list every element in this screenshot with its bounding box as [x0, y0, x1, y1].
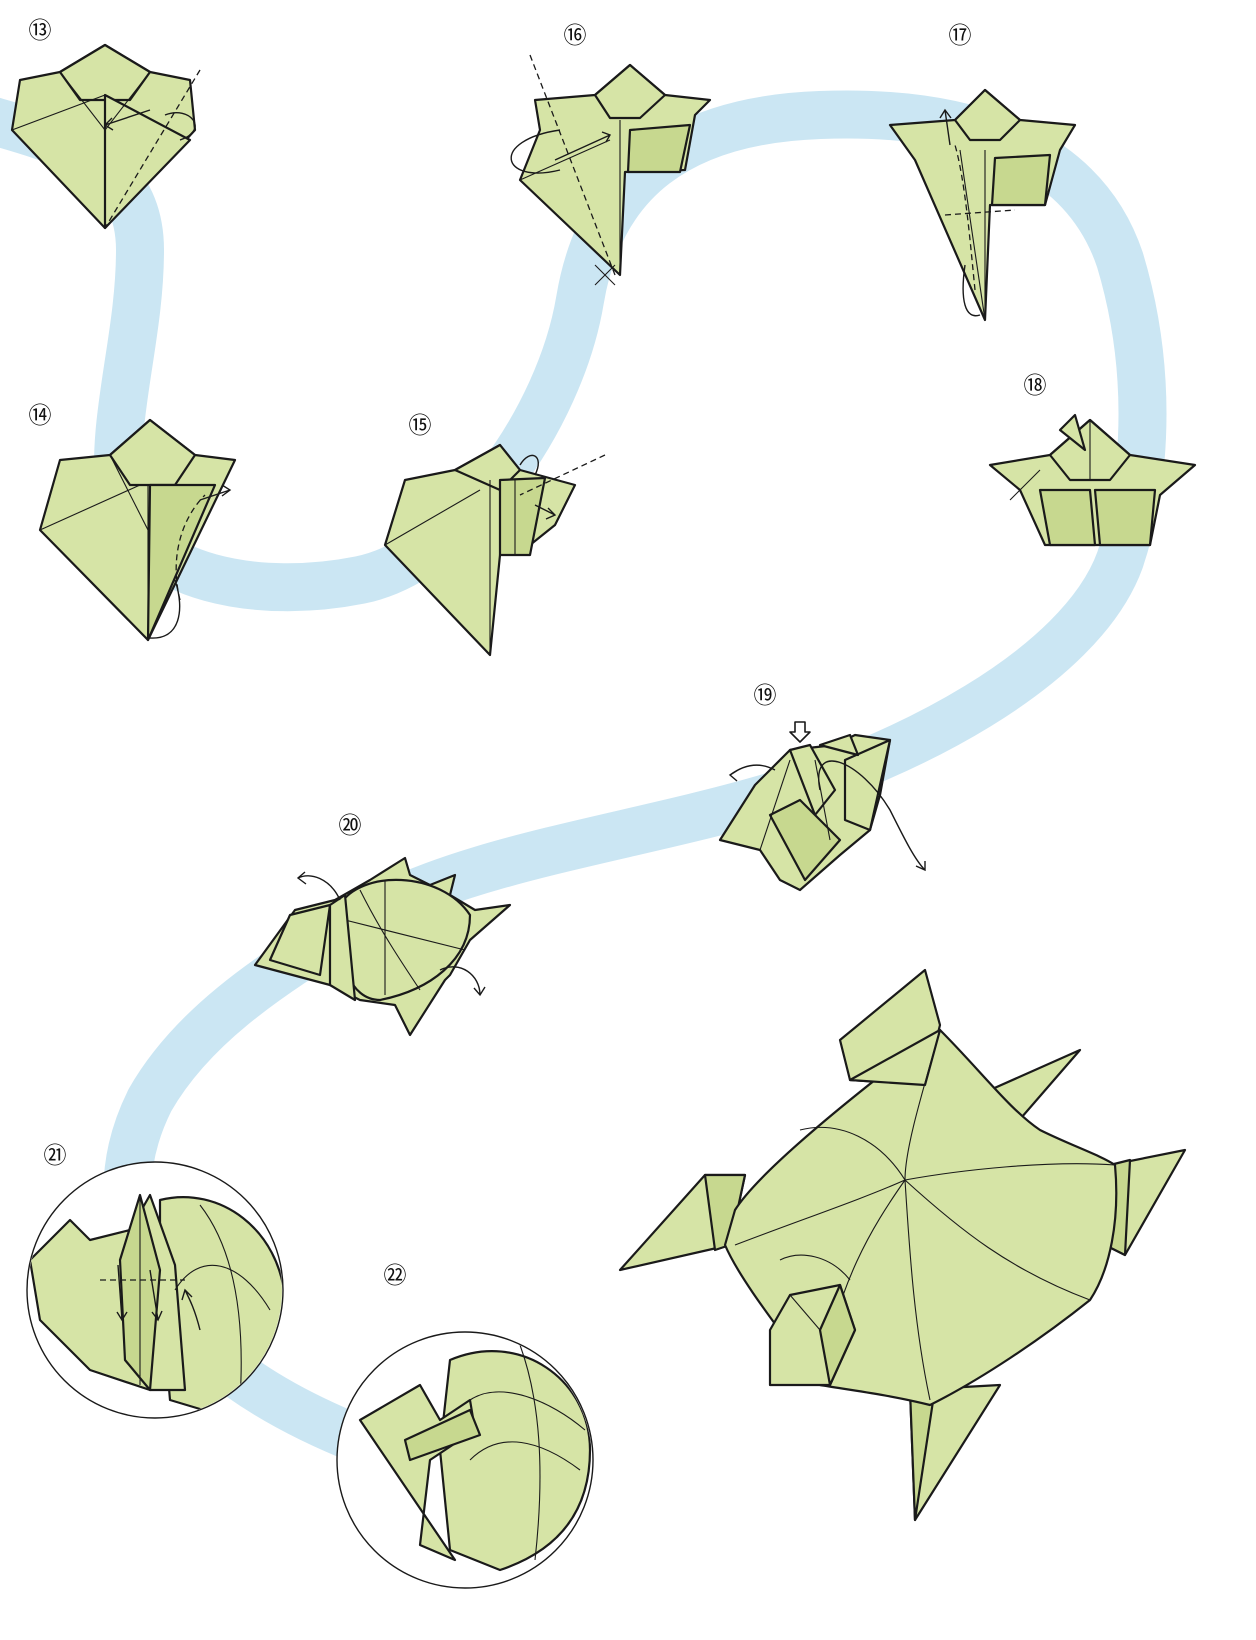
step-number-17: ⑰: [949, 22, 972, 48]
step-22: ㉒: [337, 1262, 593, 1588]
step-16: ⑯: [511, 22, 710, 285]
step-15: ⑮: [385, 412, 605, 655]
model-step-17: [890, 90, 1075, 320]
step-13: ⑬: [12, 17, 200, 228]
step-17: ⑰: [890, 22, 1075, 320]
step-number-13: ⑬: [29, 17, 52, 43]
step-number-19: ⑲: [754, 682, 777, 708]
model-step-14: [40, 420, 235, 640]
step-number-15: ⑮: [409, 412, 432, 438]
step-20: ⑳: [255, 812, 510, 1035]
step-14: ⑭: [29, 402, 236, 640]
step-number-21: ㉑: [44, 1142, 67, 1168]
step-number-20: ⑳: [339, 812, 362, 838]
model-step-13: [12, 45, 200, 228]
step-number-22: ㉒: [384, 1262, 407, 1288]
step-21: ㉑: [27, 1142, 285, 1418]
push-down-arrow: [790, 722, 810, 742]
step-number-14: ⑭: [29, 402, 52, 428]
model-step-16: [511, 55, 710, 285]
model-step-15: [385, 445, 605, 655]
step-number-16: ⑯: [564, 22, 587, 48]
finished-model: [620, 970, 1185, 1520]
step-number-18: ⑱: [1024, 372, 1047, 398]
